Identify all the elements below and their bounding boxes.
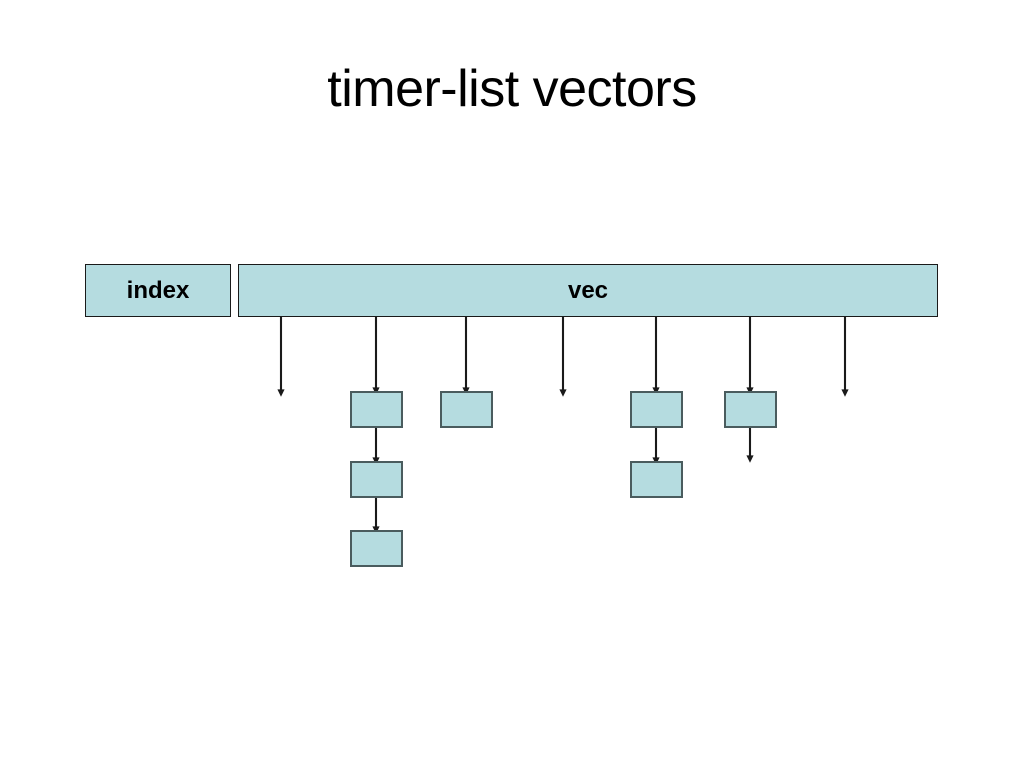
vec-label: vec (567, 276, 609, 304)
timer-node-slot5-item0 (723, 391, 777, 428)
vec-array-box: vec (238, 264, 938, 317)
timer-node-slot2-item0 (439, 391, 493, 428)
timer-node-slot1-item1 (349, 461, 403, 498)
index-header-box: index (85, 264, 231, 317)
page-title: timer-list vectors (327, 60, 697, 118)
timer-node-slot1-item0 (349, 391, 403, 428)
timer-node-slot4-item0 (629, 391, 683, 428)
timer-node-slot1-item2 (349, 530, 403, 567)
timer-node-slot4-item1 (629, 461, 683, 498)
index-label: index (126, 276, 190, 304)
